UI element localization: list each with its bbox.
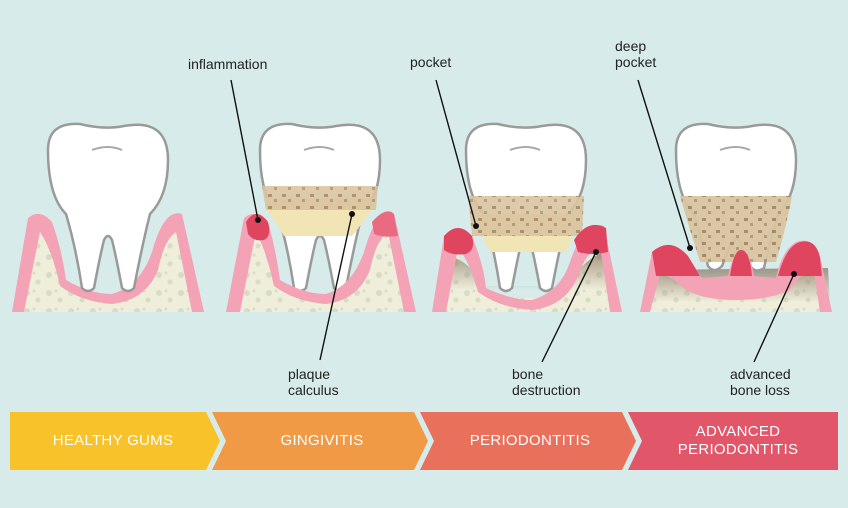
callout-dot-advanced-bone-loss (791, 271, 797, 277)
label-inflammation: inflammation (188, 56, 267, 72)
callout-dot-plaque (349, 211, 355, 217)
stage-label-gingivitis: GINGIVITIS (222, 432, 422, 450)
label-plaque-calculus: plaque calculus (288, 366, 339, 398)
gingivitis-plaque (262, 186, 378, 210)
progression-band: HEALTHY GUMS GINGIVITIS PERIODONTITIS AD… (10, 412, 838, 470)
label-pocket: pocket (410, 54, 451, 70)
callout-dot-bone-destruction (593, 249, 599, 255)
periodontitis-plaque (468, 196, 584, 236)
callout-dot-inflammation (255, 217, 261, 223)
callout-dot-deep-pocket (687, 245, 693, 251)
advanced-plaque (680, 196, 792, 262)
stage-label-healthy-gums: HEALTHY GUMS (10, 432, 216, 450)
advanced-periodontitis-tooth-illustration (640, 124, 832, 312)
periodontitis-inflamed-gum-left (444, 228, 473, 255)
gingivitis-tooth-illustration (226, 124, 416, 312)
stage-label-periodontitis: PERIODONTITIS (430, 432, 630, 450)
advanced-inflamed-gum (652, 245, 700, 276)
healthy-tooth-illustration (12, 124, 204, 312)
label-deep-pocket: deep pocket (615, 38, 656, 70)
periodontitis-tooth-illustration (432, 124, 622, 312)
stage-label-advanced-periodontitis: ADVANCED PERIODONTITIS (638, 423, 838, 459)
label-bone-destruction: bone destruction (512, 366, 580, 398)
callout-line-inflammation (231, 80, 258, 220)
callout-dot-pocket (473, 223, 479, 229)
label-advanced-bone-loss: advanced bone loss (730, 366, 791, 398)
